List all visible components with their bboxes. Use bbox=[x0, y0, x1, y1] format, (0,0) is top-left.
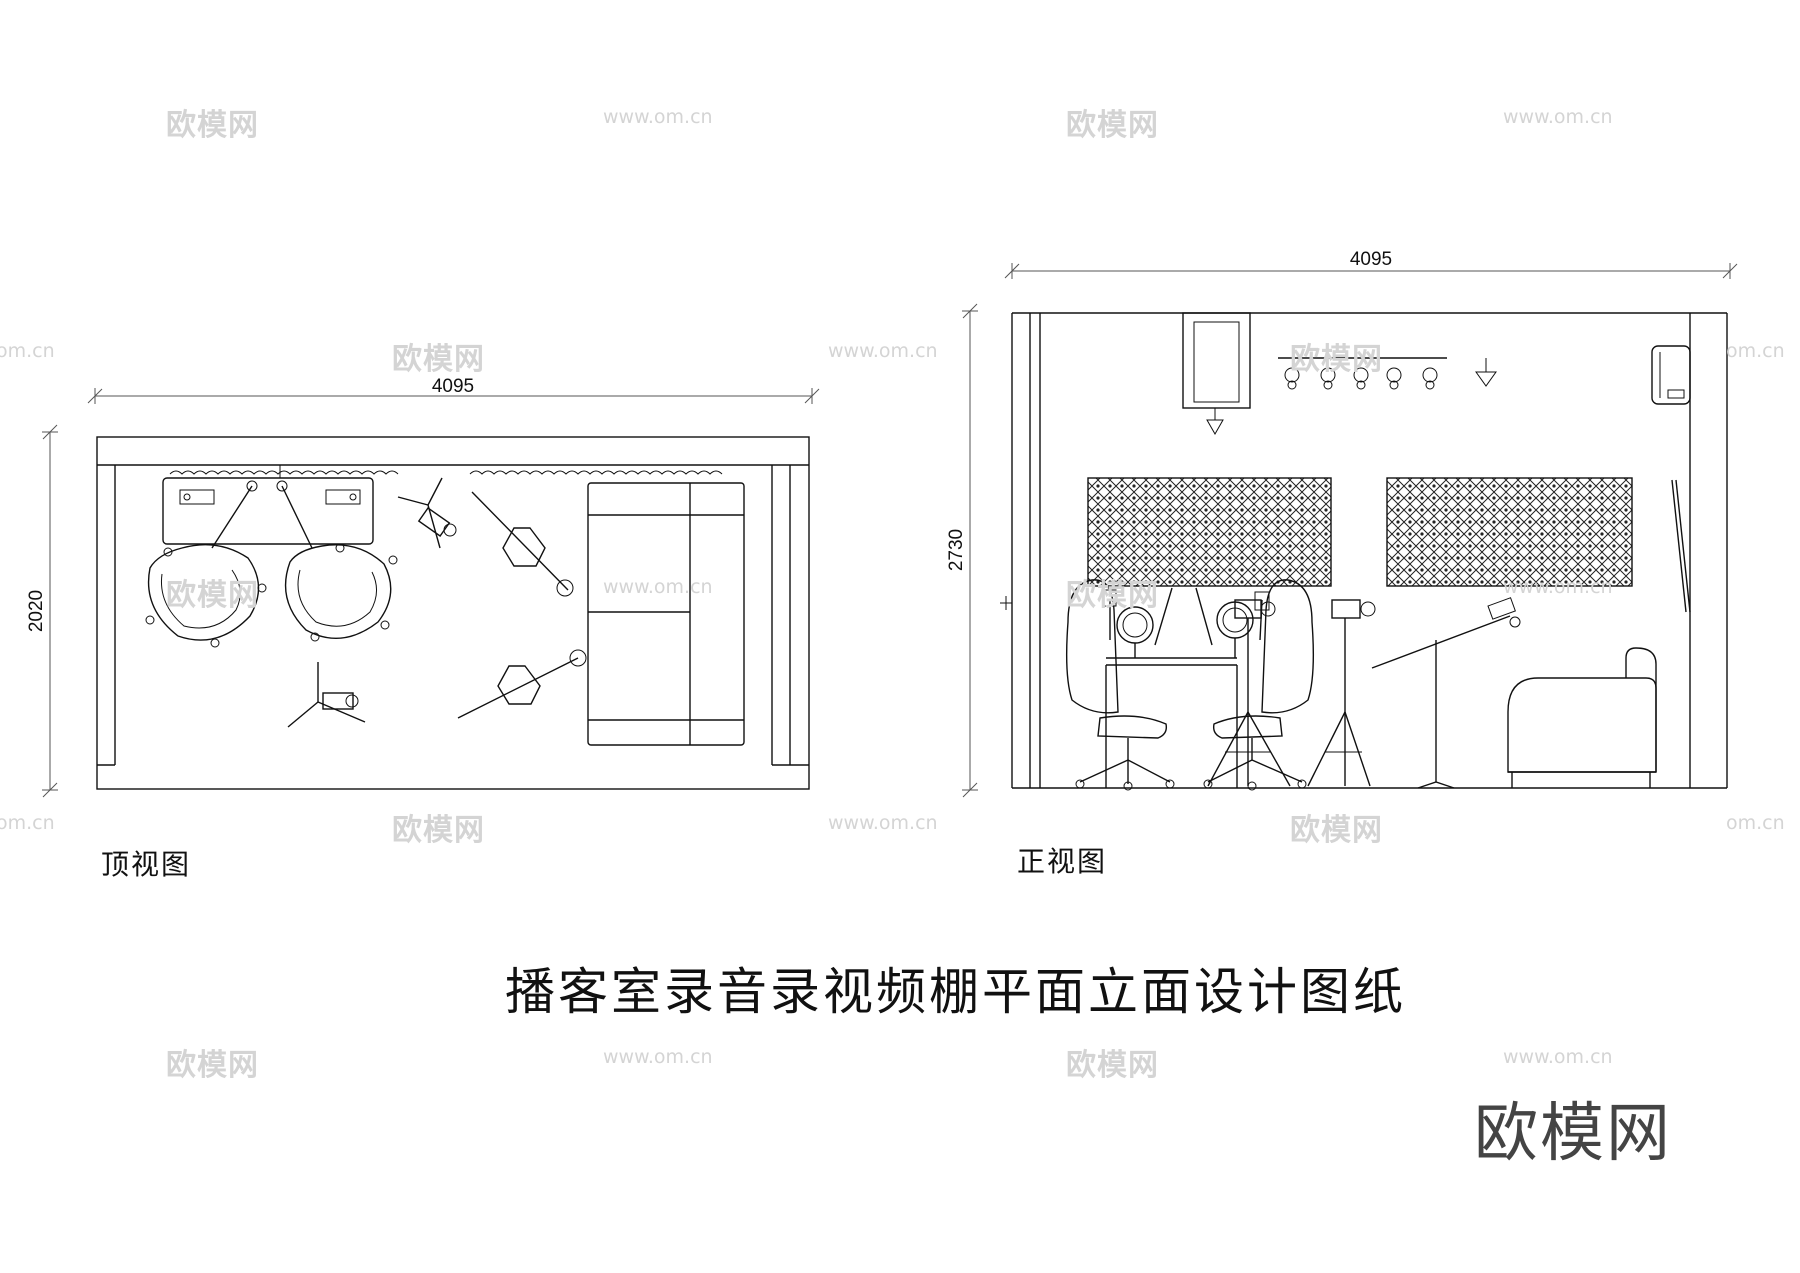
watermark-url: www.om.cn bbox=[1503, 1046, 1613, 1068]
watermark-logo: 欧模网 bbox=[166, 1048, 259, 1083]
watermark-logo: 欧模网 bbox=[392, 813, 485, 848]
watermark-logo: 欧模网 bbox=[1066, 578, 1159, 613]
sofa-icon bbox=[1507, 647, 1657, 788]
softbox-light-icon bbox=[471, 491, 574, 597]
room-outline-plan bbox=[96, 436, 810, 790]
top-view-plan: 4095 2020 bbox=[26, 376, 820, 798]
top-view-depth-label: 2020 bbox=[26, 590, 47, 632]
front-view-width-dimension: 4095 bbox=[1004, 249, 1738, 279]
curtain-icon bbox=[169, 465, 723, 478]
watermark-url: www.om.cn bbox=[828, 340, 938, 362]
watermark-url: www.om.cn bbox=[603, 1046, 713, 1068]
watermark-url: www.om.cn bbox=[1503, 106, 1613, 128]
watermark-url: www.om.cn bbox=[1503, 576, 1613, 598]
camera-tripod-icon bbox=[1307, 599, 1376, 787]
softbox-light-icon bbox=[457, 649, 587, 719]
office-chair-icon bbox=[145, 543, 267, 648]
watermark-logo: 欧模网 bbox=[1066, 108, 1159, 143]
boom-mic-stand-icon bbox=[1371, 597, 1521, 789]
air-conditioner-icon bbox=[1651, 345, 1691, 405]
watermark-logo: 欧模网 bbox=[1290, 813, 1383, 848]
front-view-elevation: 4095 2730 bbox=[946, 249, 1738, 798]
spot-light-icon bbox=[1475, 358, 1497, 387]
track-light-icon bbox=[1278, 357, 1447, 390]
watermark-url: om.cn bbox=[0, 340, 55, 362]
acoustic-panel-icon bbox=[1087, 477, 1332, 587]
watermark-logo: 欧模网 bbox=[1066, 1048, 1159, 1083]
camera-tripod-icon bbox=[397, 477, 457, 549]
brand-logo: 欧模网 bbox=[1474, 1097, 1672, 1171]
watermark-logo: 欧模网 bbox=[1290, 342, 1383, 377]
desk-icon bbox=[162, 477, 374, 545]
ceiling-vent-icon bbox=[1182, 312, 1251, 436]
front-view-width-label: 4095 bbox=[1350, 249, 1392, 270]
watermark-logo: 欧模网 bbox=[392, 342, 485, 377]
watermark-url: www.om.cn bbox=[603, 106, 713, 128]
top-view-width-dimension: 4095 bbox=[87, 376, 820, 404]
office-chair-icon bbox=[284, 543, 398, 642]
top-view-label: 顶视图 bbox=[101, 848, 192, 881]
front-view-label: 正视图 bbox=[1017, 845, 1108, 878]
camera-tripod-icon bbox=[287, 662, 366, 728]
front-view-height-dimension: 2730 bbox=[946, 303, 978, 798]
top-view-width-label: 4095 bbox=[432, 376, 474, 397]
front-view-height-label: 2730 bbox=[946, 529, 967, 571]
wall-frame-icon bbox=[1671, 479, 1691, 613]
microphone-arm-icon bbox=[211, 480, 313, 549]
watermark-url: www.om.cn bbox=[828, 812, 938, 834]
sofa-icon bbox=[587, 482, 745, 746]
watermark-logo: 欧模网 bbox=[166, 108, 259, 143]
office-chair-icon bbox=[1065, 579, 1175, 791]
watermark-url: om.cn bbox=[1726, 340, 1785, 362]
camera-tripod-icon bbox=[1207, 599, 1291, 787]
top-view-depth-dimension: 2020 bbox=[26, 424, 58, 798]
watermark-url: www.om.cn bbox=[603, 576, 713, 598]
drawing-title: 播客室录音录视频棚平面立面设计图纸 bbox=[505, 963, 1406, 1021]
watermark-url: om.cn bbox=[1726, 812, 1785, 834]
acoustic-panel-icon bbox=[1386, 477, 1633, 587]
office-chair-icon bbox=[1203, 579, 1315, 791]
watermark-logo: 欧模网 bbox=[166, 578, 259, 613]
watermark-url: om.cn bbox=[0, 812, 55, 834]
